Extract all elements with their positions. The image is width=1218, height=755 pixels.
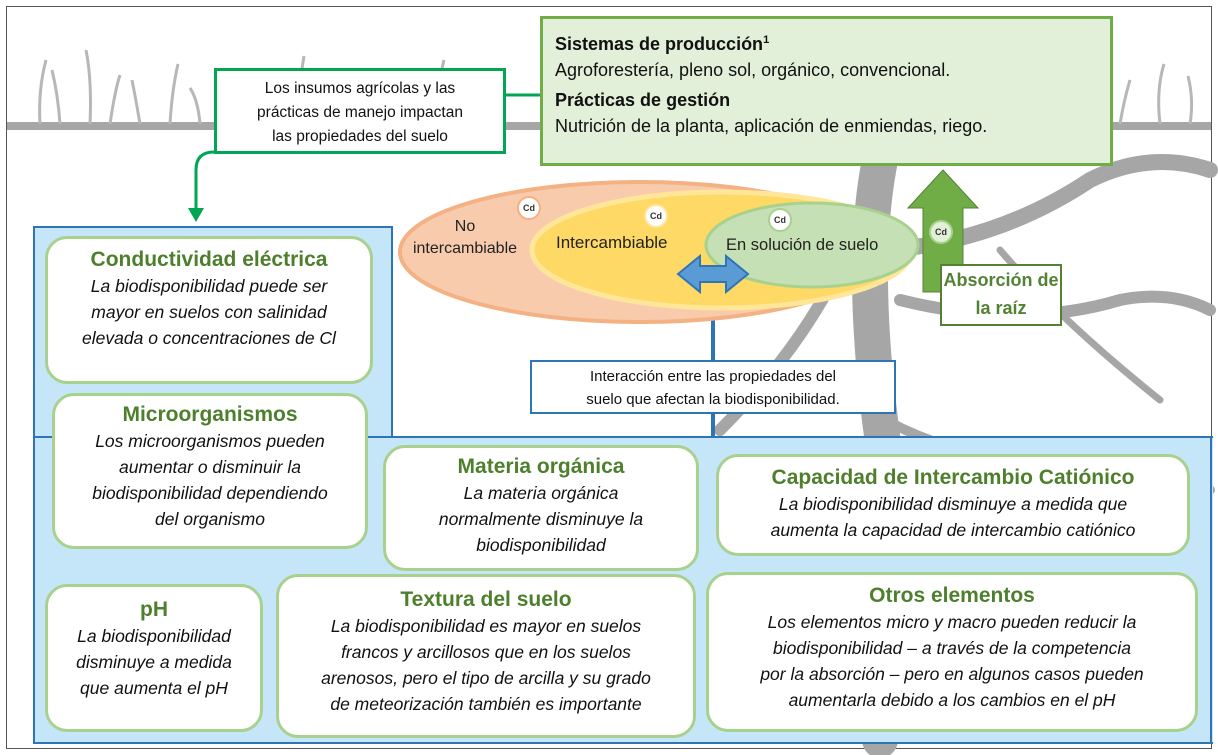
card-organic-matter: Materia orgánica La materia orgánica nor… bbox=[383, 445, 699, 571]
root-absorption-line-2: la raíz bbox=[975, 298, 1027, 318]
interaction-line-2: suelo que afectan la biodisponibilidad. bbox=[586, 391, 840, 408]
exchangeable-label: Intercambiable bbox=[556, 233, 668, 252]
root-absorption-line-1: Absorción de bbox=[943, 270, 1059, 290]
cd-marker-solution: Cd bbox=[768, 208, 792, 232]
card-text-line: La materia orgánica bbox=[463, 483, 619, 503]
card-text-line: francos y arcillosos que en los suelos bbox=[341, 642, 631, 662]
card-text-line: La biodisponibilidad bbox=[77, 626, 231, 646]
card-title: Microorganismos bbox=[122, 403, 298, 426]
soil-solution-pool bbox=[704, 201, 920, 289]
card-title: Conductividad eléctrica bbox=[90, 248, 328, 271]
card-other-elements: Otros elementos Los elementos micro y ma… bbox=[706, 572, 1198, 732]
card-text-line: aumenta la capacidad de intercambio cati… bbox=[770, 520, 1136, 540]
diagram-frame bbox=[6, 6, 1212, 749]
production-systems-list: Agroforestería, pleno sol, orgánico, con… bbox=[555, 60, 951, 80]
root-absorption-box: Absorción de la raíz bbox=[940, 264, 1062, 326]
interaction-box: Interacción entre las propiedades del su… bbox=[530, 360, 896, 414]
card-ph: pH La biodisponibilidad disminuye a medi… bbox=[45, 584, 263, 732]
card-text-line: arenosos, pero el tipo de arcilla y su g… bbox=[321, 668, 651, 688]
card-text-line: aumentar o disminuir la bbox=[119, 457, 301, 477]
inputs-box: Los insumos agrícolas y las prácticas de… bbox=[214, 68, 506, 154]
card-text-line: aumentarla debido a los cambios en el pH bbox=[788, 690, 1116, 710]
inputs-line-2: prácticas de manejo impactan bbox=[257, 104, 463, 121]
card-text-line: del organismo bbox=[155, 509, 265, 529]
card-text-line: biodisponibilidad bbox=[476, 535, 606, 555]
cd-marker-non-exchangeable: Cd bbox=[517, 196, 541, 220]
production-systems-box: Sistemas de producción1 Agroforestería, … bbox=[540, 16, 1113, 166]
inputs-to-soil-connector bbox=[194, 150, 215, 210]
card-text-line: La biodisponibilidad puede ser bbox=[90, 276, 328, 296]
card-text-line: La biodisponibilidad es mayor en suelos bbox=[330, 616, 642, 636]
non-exchangeable-label-line-1: No bbox=[454, 218, 476, 235]
card-text-line: La biodisponibilidad disminuye a medida … bbox=[778, 494, 1128, 514]
soil-panel-left-edge bbox=[391, 226, 393, 437]
card-text-line: disminuye a medida bbox=[76, 652, 232, 672]
card-text-line: Los microorganismos pueden bbox=[95, 431, 325, 451]
management-practices-list: Nutrición de la planta, aplicación de en… bbox=[555, 116, 988, 136]
production-systems-title: Sistemas de producción1 bbox=[555, 34, 770, 54]
card-text-line: de meteorización también es importante bbox=[330, 694, 642, 714]
cd-marker-absorbed: Cd bbox=[929, 220, 953, 244]
inputs-line-3: las propiedades del suelo bbox=[272, 128, 448, 145]
card-title: Textura del suelo bbox=[400, 588, 572, 611]
card-text-line: elevada o concentraciones de Cl bbox=[82, 328, 336, 348]
card-title: Capacidad de Intercambio Catiónico bbox=[771, 466, 1135, 489]
non-exchangeable-label: No intercambiable bbox=[400, 216, 530, 260]
exchange-double-arrow bbox=[676, 253, 750, 295]
card-title: pH bbox=[140, 598, 168, 621]
card-text-line: normalmente disminuye la bbox=[438, 509, 644, 529]
card-title: Otros elementos bbox=[869, 584, 1035, 607]
card-text-line: biodisponibilidad – a través de la compe… bbox=[772, 638, 1131, 658]
non-exchangeable-label-line-2: intercambiable bbox=[412, 240, 518, 257]
card-text-line: por la absorción – pero en algunos casos… bbox=[760, 664, 1144, 684]
card-text-line: Los elementos micro y macro pueden reduc… bbox=[767, 612, 1137, 632]
card-text-line: mayor en suelos con salinidad bbox=[91, 302, 327, 322]
inputs-to-soil-arrowhead bbox=[188, 208, 204, 222]
soil-solution-label: En solución de suelo bbox=[726, 236, 879, 254]
card-microorganisms: Microorganismos Los microorganismos pued… bbox=[52, 393, 368, 549]
card-text-line: que aumenta el pH bbox=[80, 678, 228, 698]
card-soil-texture: Textura del suelo La biodisponibilidad e… bbox=[276, 574, 696, 738]
card-electrical-conductivity: Conductividad eléctrica La biodisponibil… bbox=[45, 236, 373, 384]
inputs-line-1: Los insumos agrícolas y las bbox=[264, 80, 456, 97]
card-text-line: biodisponibilidad dependiendo bbox=[92, 483, 328, 503]
soil-panel-right-edge bbox=[1210, 436, 1212, 744]
card-title: Materia orgánica bbox=[457, 455, 625, 478]
cd-marker-exchangeable: Cd bbox=[644, 204, 668, 228]
interaction-line-1: Interacción entre las propiedades del bbox=[590, 368, 836, 385]
management-practices-title: Prácticas de gestión bbox=[555, 90, 731, 110]
card-cation-exchange-capacity: Capacidad de Intercambio Catiónico La bi… bbox=[716, 454, 1190, 556]
